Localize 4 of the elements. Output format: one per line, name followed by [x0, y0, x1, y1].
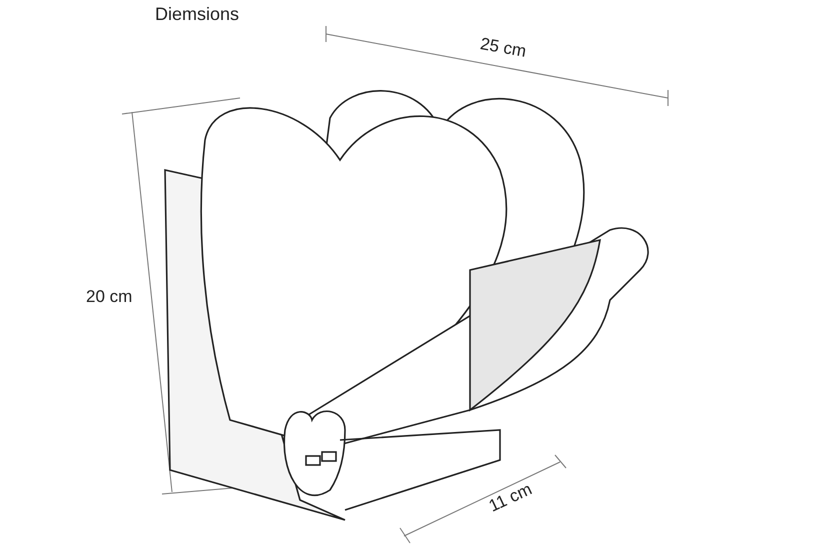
diagram-title: Diemsions [155, 4, 240, 25]
dimension-label: 25 cm [478, 34, 528, 62]
dimension-label: 11 cm [486, 479, 536, 517]
dimension-label: 20 cm [86, 287, 132, 307]
